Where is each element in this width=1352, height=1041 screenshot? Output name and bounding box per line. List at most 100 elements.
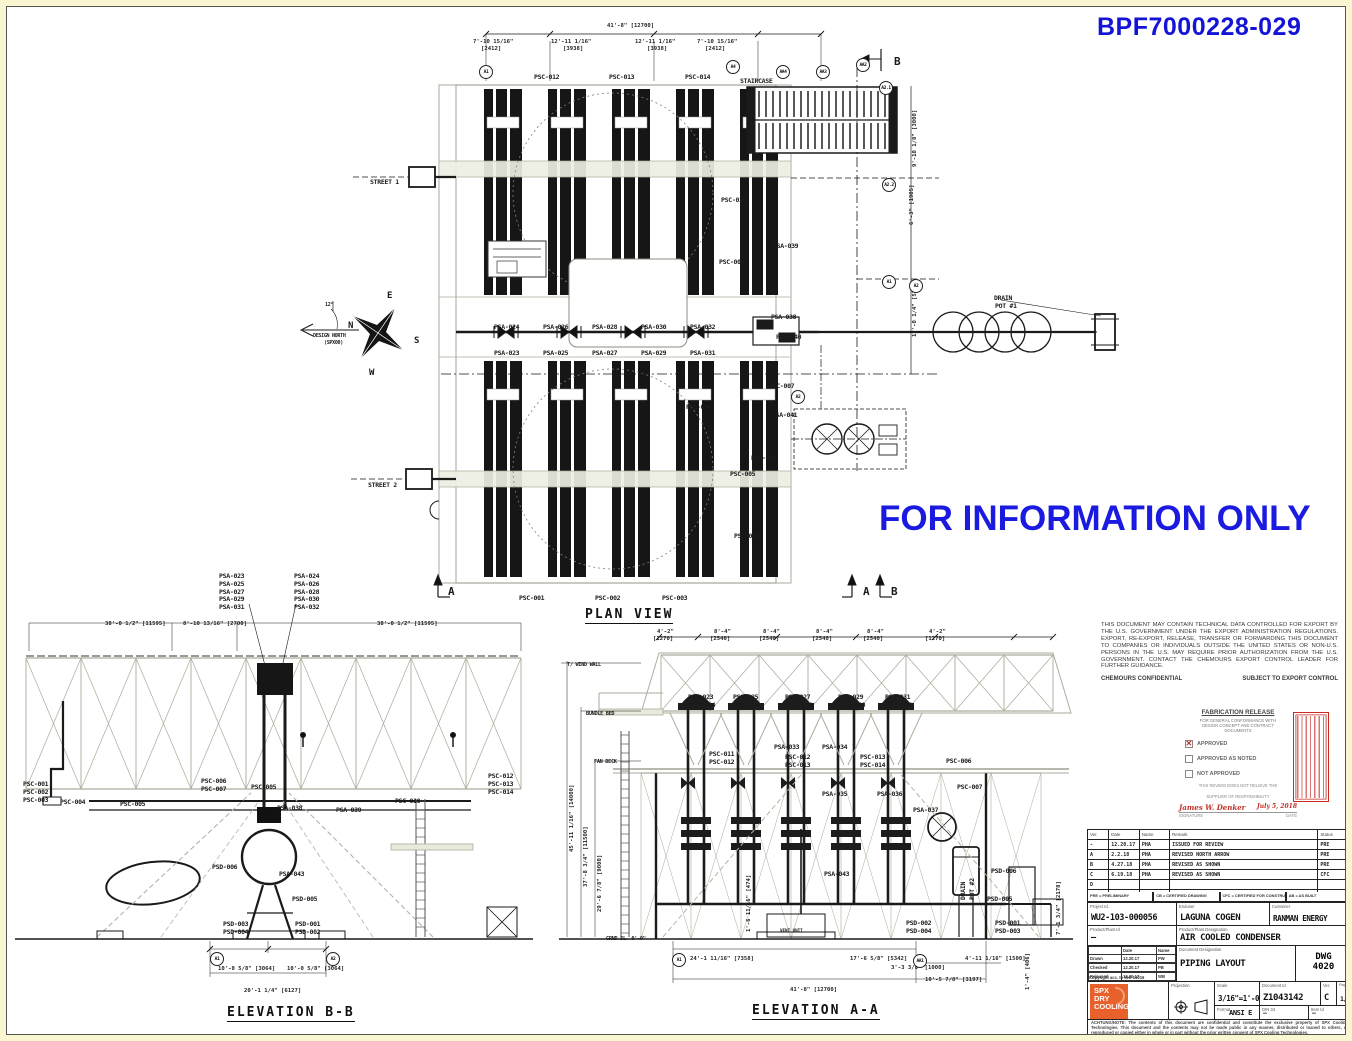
release-option[interactable]: APPROVED [1185,739,1297,749]
drawing-label: PSC-013 [860,753,886,761]
drawing-label: PSA-030 [294,595,320,603]
drawing-label: PSA-026 [294,580,320,588]
scale-cell: Scale 3/16"=1'-0" [1214,981,1264,1006]
checkbox-icon[interactable] [1185,739,1193,749]
dimension-label: 7'-10 15/16" [697,39,738,45]
dimension-label: 12'-11 1/16" [551,39,592,45]
drawing-label: PSD-002 [295,928,321,936]
checkbox-icon[interactable] [1185,770,1193,779]
revision-row: C 6.19.18 PHA REVISED AS SHOWN CFC [1086,869,1345,880]
document-number: BPF7000228-029 [1097,13,1302,41]
customer-cell: Customer RANMAN ENERGY [1269,902,1345,926]
rev-date: 4.27.18 [1108,859,1140,870]
ver-label: Ver. [1323,983,1331,988]
chemours-confidential: CHEMOURS CONFIDENTIAL [1101,676,1183,682]
scale-label: Scale [1217,983,1228,988]
logo-cell: SPX DRY COOLING [1087,981,1169,1022]
rev-ver: D [1086,879,1110,890]
dimension-label: [1270] [653,636,674,642]
dimension-label: 4'-2" [657,629,674,635]
rev-ver: C [1086,869,1110,880]
signatures-cell: Date Name Drawn 12.20.17 PW Checked 12.2… [1087,945,1177,982]
drawing-label: PSA-035 [822,790,848,798]
drawing-label: PSD-004 [906,927,932,935]
release-option-label: NOT APPROVED [1197,771,1240,778]
project-id-cell: Project Id. WU2-103-000056 [1087,902,1177,926]
section-marker: B [891,585,898,598]
release-option-label: APPROVED [1197,741,1228,748]
date-label: DATE [1286,812,1297,818]
doc-designation-label: Document Designation [1179,947,1222,952]
legend-item: CB = CERTIFIED DRAWING [1153,892,1220,902]
sign-date: 12.20.17 [1121,963,1157,972]
page-value: 1/1 [1340,995,1345,1003]
drawing-label: GRND EL. 0'-0" [606,936,646,942]
drawing-label: PSA-037 [913,806,939,814]
drawing-label: DRAIN [959,881,967,900]
checkbox-icon[interactable] [1185,755,1193,764]
signs-rows: Drawn 12.20.17 PW Checked 12.20.17 PB Re… [1088,954,1176,981]
dimension-label: [2540] [812,636,833,642]
legend-item: CFC = CERTIFIED FOR CONSTRUCTION [1219,892,1286,902]
drawing-label: PSC-014 [685,73,711,81]
dimension-label: 9'-10 1/8" [3000] [912,109,918,167]
grid-bubble: A2 [909,279,923,293]
drawing-label: PSA-043 [279,870,305,878]
scale-value: 3/16"=1'-0" [1218,994,1264,1003]
drawing-label: PSC-004 [734,532,760,540]
dimension-label: 10'-5 7/8" [3197] [925,977,983,983]
drawing-label: PSA-024 [294,572,320,580]
drawing-label: PSA-041 [772,411,798,419]
drawing-label: PSA-025 [733,693,759,701]
enduser-value: LAGUNA COGEN [1180,913,1241,923]
rev-status: PRE [1317,849,1345,860]
drawing-label: PSA-024 [494,323,520,331]
dimension-label: 1'-6 11/16" [474] [746,874,752,932]
drawing-label: STAIRCASE [740,77,773,85]
drawing-label: DRAIN [994,294,1013,302]
fabrication-release-title: FABRICATION RELEASE [1201,709,1275,716]
drawing-label: POT #1 [995,302,1017,310]
drawing-label: PSC-010 [395,797,421,805]
docid-label: Document Id [1262,983,1286,988]
drawing-label: PSC-009 [719,258,745,266]
dimension-label: 4'-11 1/16" [1500] [965,956,1026,962]
dimension-label: 45'-11 1/16" [14000] [569,784,575,852]
drawing-label: PSA-028 [592,323,618,331]
rev-name: PHA [1138,839,1171,850]
dimension-label: 8'-4" [714,629,731,635]
drawing-label: PSC-008 [751,454,777,462]
drawing-label: E [387,291,393,301]
drawing-label: PSA-033 [774,743,800,751]
fabrication-subtitle-line: DESIGN CONCEPT AND CONTRACT [1202,722,1274,728]
drawing-label: PSC-003 [662,594,688,602]
release-option[interactable]: NOT APPROVED [1185,770,1297,779]
drawing-label: PSC-014 [860,761,886,769]
project-id-value: WU2-103-000056 [1091,913,1158,923]
projection-symbol-icon [1174,999,1208,1015]
cad-linework [15,30,1119,983]
sign-name: PB [1156,963,1176,972]
customer-value: RANMAN ENERGY [1273,914,1328,923]
doc-designation-cell: Document Designation PIPING LAYOUT [1176,945,1296,982]
dimension-label: 41'-8" [12700] [790,987,838,993]
signature-date: July 5, 2018 [1256,802,1297,810]
drawing-label: PSC-007 [769,382,795,390]
release-option[interactable]: APPROVED AS NOTED [1185,755,1297,764]
grid-bubble: A2.2 [882,178,896,192]
drawing-label: PSA-026 [735,701,761,709]
drawing-label: FAN DECK [594,759,617,765]
din-cell: DIN 34 — [1259,1005,1309,1020]
legend-item: PRE = PRELIMINARY [1087,892,1154,902]
dimension-label: 41'-8" [12700] [607,23,655,29]
drawing-label: PSC-013 [609,73,635,81]
dimension-label: 10'-0 5/8" [3064] [287,966,345,972]
elevation-bb-title: ELEVATION B-B [227,1005,355,1022]
drawing-label: PSC-007 [201,785,227,793]
drawing-label: PSD-003 [223,920,249,928]
page-label: Page [1339,983,1346,987]
rev-status [1317,879,1345,890]
rev-date [1108,879,1140,890]
drawing-label: PSA-029 [219,595,245,603]
